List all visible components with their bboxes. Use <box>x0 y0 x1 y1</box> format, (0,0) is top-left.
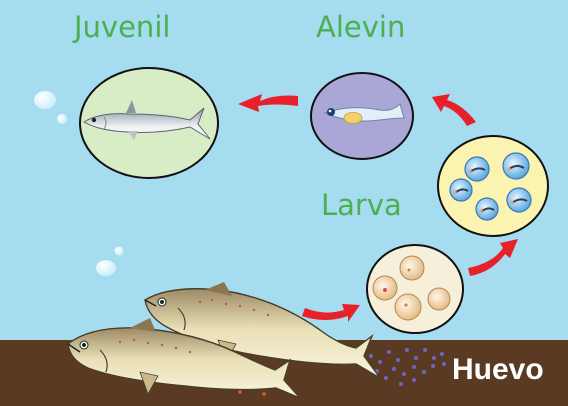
stage-label-larva: Larva <box>321 191 402 220</box>
alevin-circle <box>311 73 413 159</box>
stage-label-huevo: Huevo <box>452 355 544 385</box>
larva-circle <box>438 136 548 236</box>
huevo-circle <box>367 245 463 333</box>
stage-label-juvenil: Juvenil <box>74 13 170 42</box>
juvenil-circle <box>80 68 218 178</box>
stage-label-alevin: Alevin <box>316 13 405 42</box>
